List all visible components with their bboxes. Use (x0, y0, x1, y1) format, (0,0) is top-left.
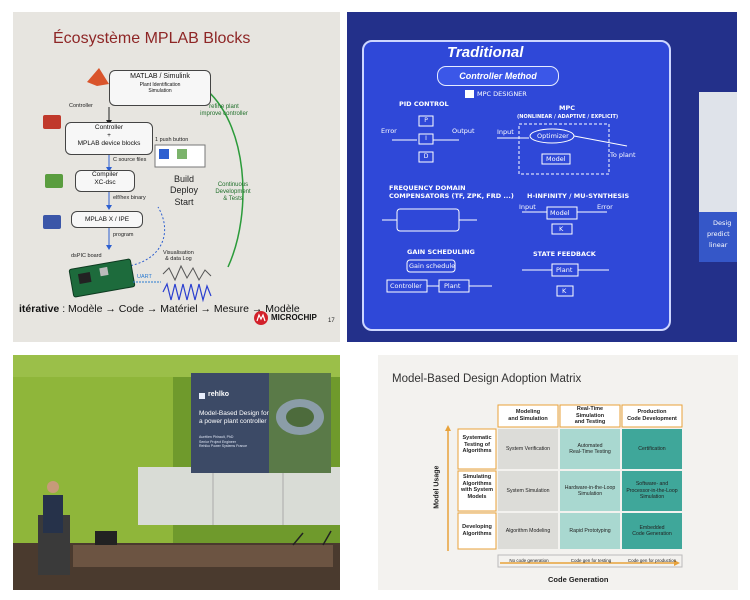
dspic-label: dsPIC board (71, 253, 102, 259)
pid-error-label: Error (381, 127, 397, 135)
sf-title: STATE FEEDBACK (533, 250, 596, 258)
pid-d-block: D (423, 153, 429, 160)
mbd-matrix-photo: Model-Based Design Adoption Matrix Model… (378, 355, 738, 590)
mpc-title: MPC (559, 104, 576, 112)
visualisation-label: Visualisation & data Log (163, 250, 194, 262)
matlab-box: MATLAB / Simulink Plant Identification S… (109, 70, 211, 106)
controller-sketches (382, 92, 737, 297)
iterative-line: itérative : Modèle → Code → Matériel → M… (19, 303, 300, 315)
dspic-board-icon (68, 258, 136, 298)
gs-title: GAIN SCHEDULING (407, 248, 475, 256)
side-slide-line2: predict (707, 230, 730, 238)
microchip-brand: MICROCHIP (271, 313, 317, 322)
refine-label: refine plant improve controller (200, 104, 248, 118)
stage-scene (13, 355, 340, 590)
sf-plant-label: Plant (556, 266, 573, 274)
presenter-info: Aurélien Phirault, PhD Senior Project En… (199, 435, 248, 449)
cell-sil-pil-simulation: Software- and Processor-in-the-Loop Simu… (626, 481, 678, 501)
y-axis-label: Model Usage (433, 465, 441, 509)
uart-label: UART (137, 274, 152, 280)
gs-plant-label: Plant (444, 282, 461, 290)
mplab-slide-photo: Écosystème MPLAB Blocks (13, 12, 340, 342)
gs-controller-label: Controller (390, 282, 422, 290)
pid-output-label: Output (452, 127, 475, 135)
whiteboard-icon (138, 467, 340, 525)
controller-method-photo: Traditional Controller Method (347, 12, 737, 342)
col-header-production: Production Code Development (627, 409, 677, 422)
presentation-stage-photo: rehlko Model-Based Design for a power pl… (13, 355, 340, 590)
x-axis-label: Code Generation (548, 575, 609, 584)
push-button-label: 1 push button (155, 137, 189, 143)
legend-codegen-testing: Code gen for testing (570, 558, 612, 564)
presenter-head-icon (47, 481, 59, 493)
side-slide-line3: linear (709, 241, 728, 249)
cell-automated-testing: Automated Real-Time Testing (569, 442, 611, 456)
to-plant-label: To plant (610, 151, 636, 159)
rehlko-logo-text: rehlko (208, 391, 230, 398)
presenter-body-icon (43, 495, 63, 533)
cell-embedded-codegen: Embedded Code Generation (632, 524, 672, 538)
controller-method-banner: Controller Method (437, 66, 559, 86)
side-slide-line1: Desig (713, 219, 732, 227)
hinf-input-label: Input (519, 203, 536, 211)
cell-system-simulation: System Simulation (506, 487, 550, 494)
hinf-error-label: Error (597, 203, 613, 211)
hinf-model-label: Model (550, 209, 570, 217)
c-source-label: C source files (113, 157, 147, 163)
gain-schedule-label: Gain schedule (409, 262, 456, 270)
row-header-developing: Developing Algorithms (462, 524, 492, 537)
cell-rapid-prototyping: Rapid Prototyping (569, 527, 611, 534)
controller-label: Controller (69, 103, 93, 109)
matlab-logo-icon (87, 68, 109, 86)
laptop-icon (95, 531, 117, 545)
continuous-label: Continuous Development & Tests (215, 182, 251, 203)
mplabx-box: MPLAB X / IPE (71, 211, 143, 228)
matrix-title: Model-Based Design Adoption Matrix (392, 373, 582, 385)
cell-certification: Certification (638, 445, 666, 452)
page-number: 17 (328, 318, 335, 324)
mpc-subtitle: (NONLINEAR / ADAPTIVE / EXPLICIT) (517, 114, 619, 120)
mplab-x-icon (43, 215, 61, 229)
matlab-sub-label: Plant Identification Simulation (139, 81, 181, 94)
whiteboard-panel (362, 40, 671, 331)
stage-desk-icon (73, 545, 333, 567)
freq-title: FREQUENCY DOMAIN COMPENSATORS (TF, ZPK, … (389, 184, 514, 200)
mpc-app-icon (465, 90, 474, 98)
pid-p-block: P (424, 117, 428, 124)
row-header-systematic: Systematic Testing of Algorithms (462, 435, 492, 455)
elf-label: elf/hex binary (113, 195, 146, 201)
mpc-input-label: Input (497, 128, 514, 136)
slide-title: Model-Based Design for a power plant con… (199, 410, 269, 426)
col-header-realtime: Real-Time Simulation and Testing (574, 406, 606, 426)
compiler-box: Compiler XC-dsc (75, 170, 135, 192)
program-label: program (113, 232, 134, 238)
mpc-designer-label: MPC DESIGNER (465, 90, 527, 98)
pid-i-block: I (425, 135, 427, 142)
traditional-heading: Traditional (447, 44, 524, 61)
pid-title: PID CONTROL (399, 100, 449, 108)
controller-box: Controller + MPLAB device blocks (65, 122, 153, 155)
row-header-simulating: Simulating Algorithms with System Models (460, 474, 494, 500)
legend-codegen-production: Code gen for production (627, 558, 677, 564)
legend-no-codegen: No code generation (509, 558, 549, 564)
optimizer-label: Optimizer (537, 132, 569, 140)
hinf-title: H-INFINITY / MU-SYNTHESIS (527, 192, 630, 200)
rehlko-logo-icon (199, 393, 205, 399)
cell-system-verification: System Verification (505, 445, 551, 452)
slide-title: Écosystème MPLAB Blocks (53, 30, 251, 47)
mpc-model-label: Model (546, 155, 566, 163)
col-header-modeling: Modeling and Simulation (508, 409, 548, 422)
matlab-label: MATLAB / Simulink (130, 73, 190, 80)
cell-hil-simulation: Hardware-in-the-Loop Simulation (564, 484, 616, 498)
matrix-frame (445, 404, 683, 568)
mplab-blocks-icon (43, 115, 61, 129)
hinf-k-label: K (559, 225, 564, 233)
sf-k-label: K (562, 287, 567, 295)
cell-algorithm-modeling: Algorithm Modeling (505, 527, 551, 534)
xc-compiler-icon (45, 174, 63, 188)
build-deploy-label: Build Deploy Start (169, 174, 198, 207)
